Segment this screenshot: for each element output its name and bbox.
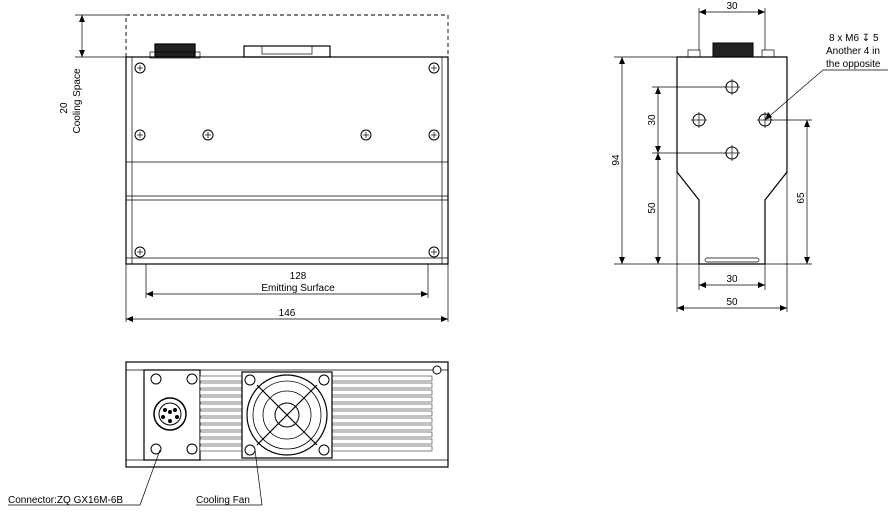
gx16-connector [153, 397, 187, 431]
dim-cooling-label: Cooling Space [72, 68, 83, 133]
dim-cooling-value: 20 [59, 102, 70, 114]
side-connector [712, 42, 754, 58]
top-connector-base [149, 51, 201, 59]
note-line2: Another 4 in [826, 46, 880, 57]
dim-top-width: 30 [726, 1, 738, 12]
dim-hole-spacing: 30 [647, 114, 658, 126]
front-body [125, 56, 449, 265]
fan-label: Cooling Fan [196, 495, 250, 506]
dim-total-value: 146 [279, 308, 296, 319]
dim-emitting-label: Emitting Surface [261, 283, 335, 294]
labels: 20 Cooling Space 128 Emitting Surface 14… [8, 1, 881, 506]
top-connector [154, 43, 196, 58]
front-screws [134, 62, 440, 258]
top-port-inner [261, 45, 313, 55]
dim-neck-width: 30 [726, 274, 738, 285]
bottom-body [125, 361, 449, 468]
note-line1: 8 x M6 ↧ 5 [829, 33, 879, 44]
dim-base-width: 50 [726, 297, 738, 308]
dim-lower-height: 50 [647, 202, 658, 214]
mounting-holes [691, 79, 773, 161]
cooling-fan [241, 371, 333, 459]
front-view [75, 14, 449, 322]
side-tab-left [687, 49, 701, 58]
side-view [614, 8, 888, 312]
bottom-view [8, 361, 449, 506]
top-port [243, 45, 331, 58]
note-line3: the opposite [826, 59, 881, 70]
dim-emitting-value: 128 [290, 271, 307, 282]
dim-height: 94 [611, 154, 622, 166]
connector-label: Connector:ZQ GX16M-6B [8, 495, 123, 506]
side-tab-right [761, 49, 775, 58]
side-slot [704, 257, 760, 263]
dim-right-height: 65 [796, 192, 807, 204]
